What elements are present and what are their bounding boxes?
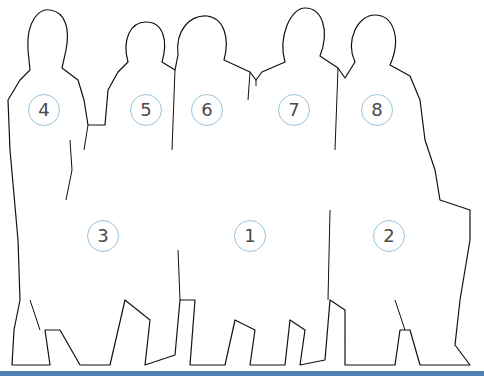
- people-outline: [8, 8, 470, 365]
- callout-number: 8: [371, 101, 382, 119]
- callout-circle: 2: [373, 220, 405, 252]
- callout-number: 2: [383, 227, 394, 245]
- callout-circle: 4: [28, 94, 60, 126]
- callout-number: 5: [140, 101, 151, 119]
- callout-number: 7: [288, 101, 299, 119]
- callout-circle: 6: [191, 94, 223, 126]
- callout-circle: 5: [130, 94, 162, 126]
- callout-number: 4: [38, 101, 49, 119]
- callout-number: 1: [244, 227, 255, 245]
- callout-circle: 8: [361, 94, 393, 126]
- inner-outline: [30, 68, 405, 330]
- callout-circle: 3: [87, 220, 119, 252]
- callout-circle: 1: [234, 220, 266, 252]
- footer-bar: [0, 371, 484, 376]
- callout-number: 6: [201, 101, 212, 119]
- callout-number: 3: [97, 227, 108, 245]
- callout-circle: 7: [278, 94, 310, 126]
